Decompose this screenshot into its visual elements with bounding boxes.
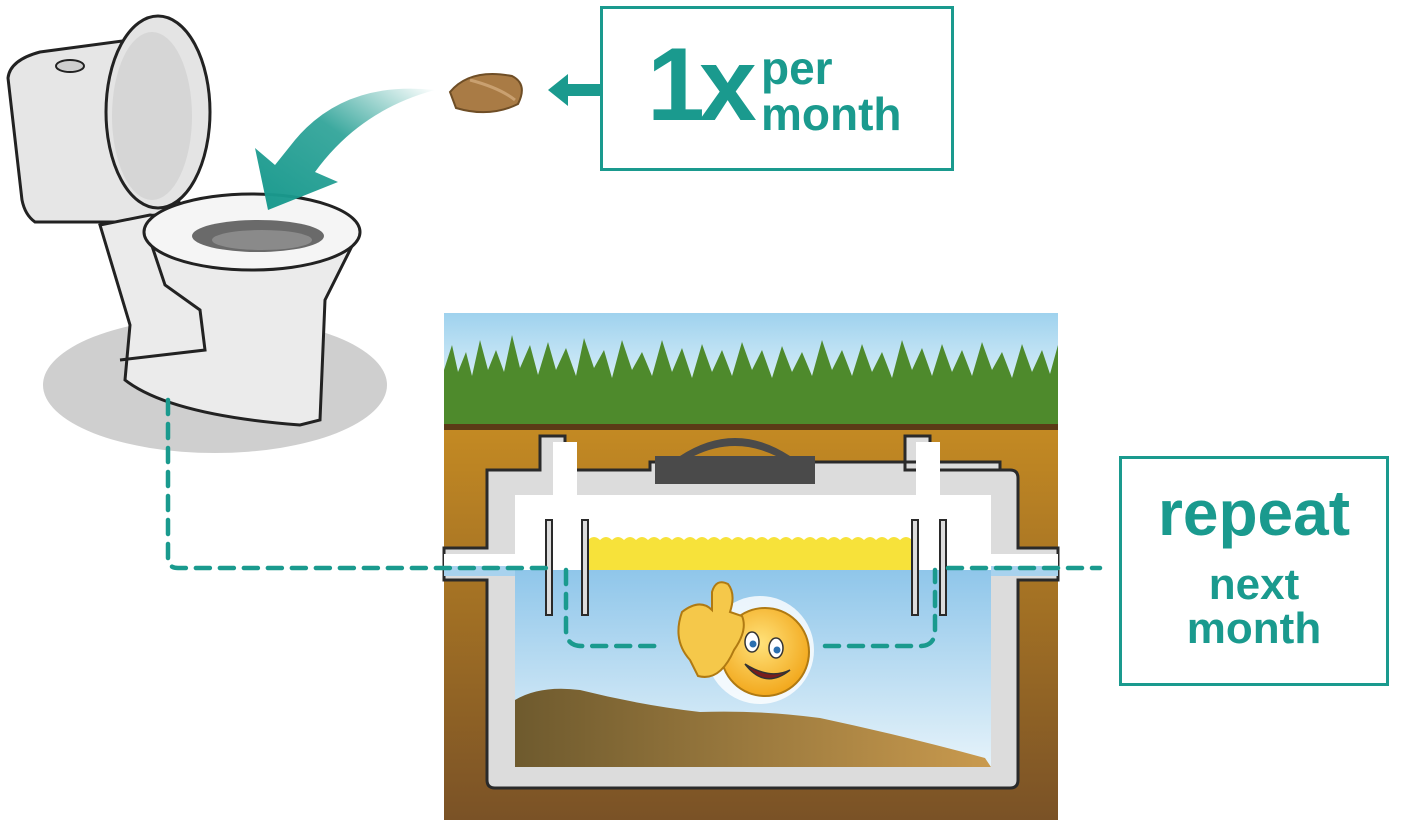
repeat-line1: repeat bbox=[1157, 477, 1351, 549]
toilet-illustration bbox=[6, 14, 387, 453]
frequency-number: 1x bbox=[647, 27, 757, 143]
curved-arrow-icon bbox=[255, 88, 435, 210]
frequency-unit-line2: month bbox=[761, 88, 902, 140]
pointer-arrow-icon bbox=[548, 74, 600, 106]
treatment-pod-icon bbox=[448, 73, 523, 114]
happy-emoji-icon bbox=[677, 581, 814, 704]
repeat-line2: next bbox=[1208, 560, 1300, 609]
frequency-label-box: 1x per month bbox=[600, 6, 954, 171]
frequency-unit-line1: per bbox=[761, 42, 833, 94]
repeat-label-box: repeat next month bbox=[1119, 456, 1389, 686]
flow-path-line bbox=[165, 397, 1103, 649]
repeat-line3: month bbox=[1186, 604, 1322, 653]
